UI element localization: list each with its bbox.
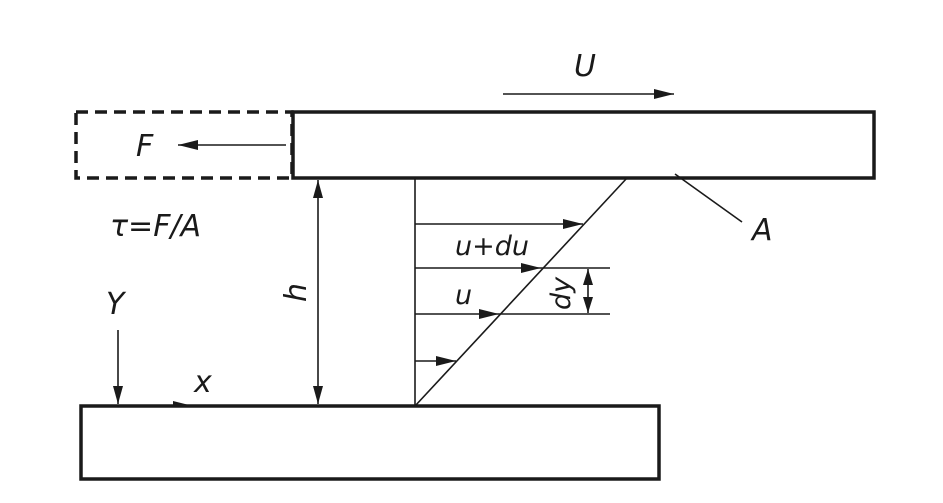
shear-stress-formula: τ=F/A [110,209,201,244]
fixed-lower-plate [79,404,661,481]
velocity-u-label: u [455,280,472,311]
area-A-leader-line [674,173,743,223]
axis-x-label: x [193,365,212,400]
velocity-u-plus-du-label: u+du [455,231,529,262]
area-A-label: A [750,213,773,248]
velocity-U-label: U [574,49,596,84]
force-F-label: F [136,129,154,164]
dy-label: dy [546,276,577,310]
moving-upper-plate [291,110,876,180]
gap-h-label: h [279,283,314,302]
linear-velocity-profile [414,177,628,407]
axis-Y-label: Y [106,287,127,322]
